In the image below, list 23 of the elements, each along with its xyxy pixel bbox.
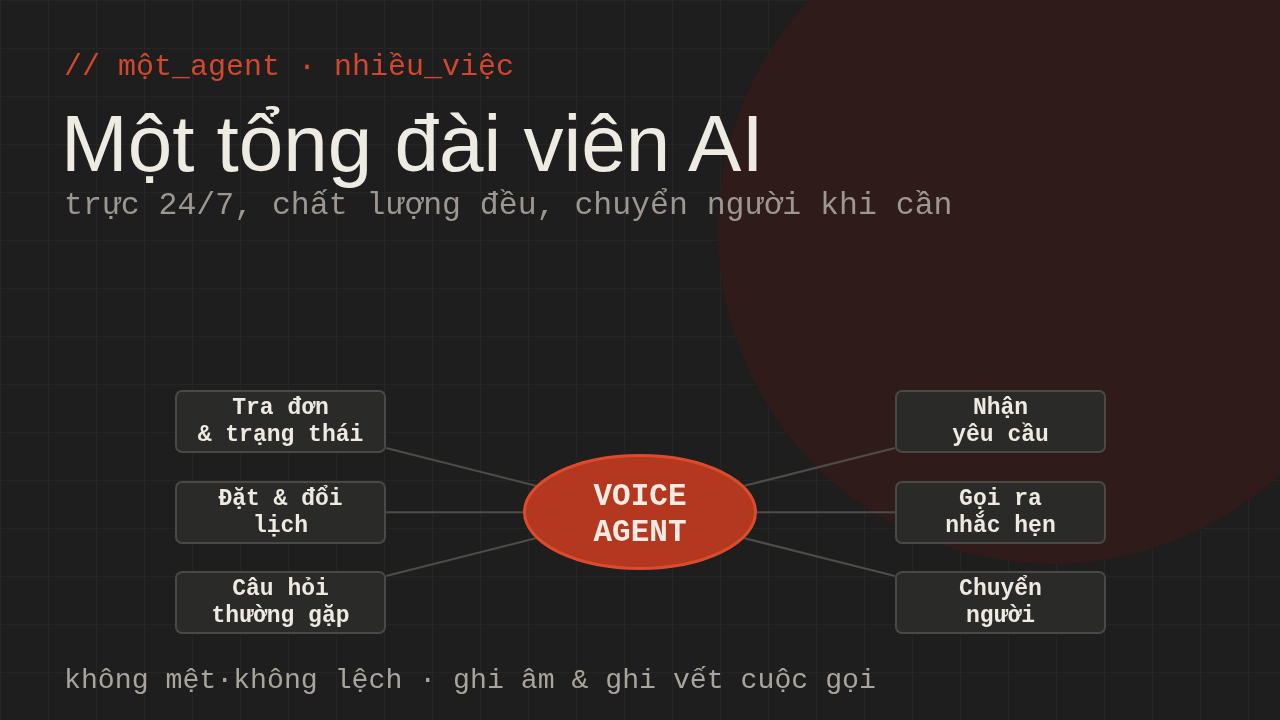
node-label: Gọi ra nhắc hẹn xyxy=(945,485,1056,540)
task-box xyxy=(175,481,386,544)
node-label: Nhận yêu cầu xyxy=(952,394,1049,449)
node-label: VOICE AGENT xyxy=(593,479,687,551)
subtitle-text: trực 24/7, chất lượng đều, chuyển người khi cần xyxy=(64,190,953,222)
connector-line xyxy=(385,537,537,577)
task-box xyxy=(175,571,386,634)
eyebrow-text: // một_agent · nhiều_việc xyxy=(64,52,515,82)
connector-line xyxy=(743,447,896,487)
task-box xyxy=(895,481,1106,544)
node-label: Tra đơn & trạng thái xyxy=(197,394,364,449)
task-box xyxy=(895,571,1106,634)
task-box xyxy=(175,390,386,453)
footer-text: không mệt·không lệch · ghi âm & ghi vết cuộc gọi xyxy=(64,667,876,696)
node-label: Câu hỏi thường gặp xyxy=(211,575,350,630)
node-label: Chuyển người xyxy=(959,575,1042,630)
connector-line xyxy=(385,511,524,514)
task-box xyxy=(895,390,1106,453)
connector-line xyxy=(743,537,896,577)
connector-line xyxy=(385,447,537,487)
node-label: Đặt & đổi lịch xyxy=(218,485,343,540)
agent-ellipse xyxy=(523,454,757,570)
connector-line xyxy=(756,511,896,514)
